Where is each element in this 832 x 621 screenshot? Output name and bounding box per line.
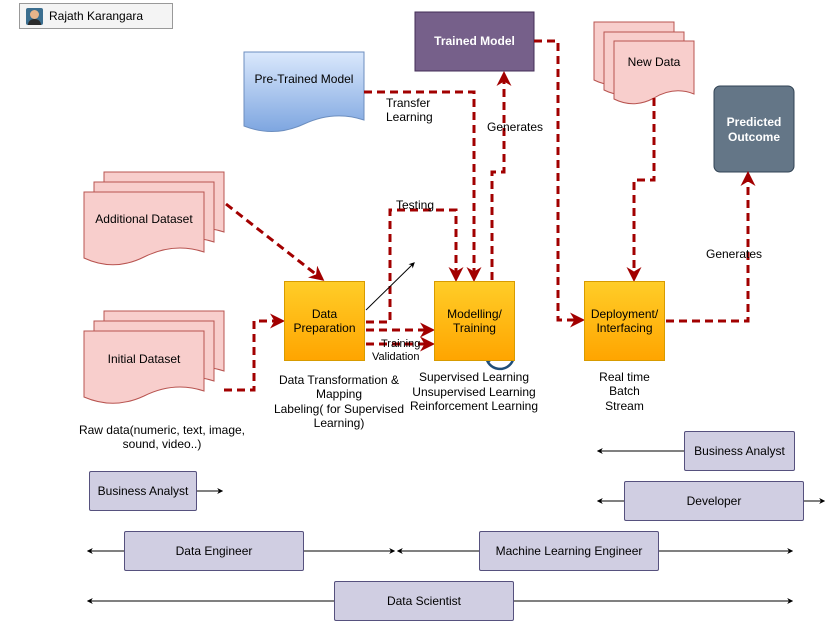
deployment-label-2: Interfacing — [596, 321, 653, 335]
data-prep-label-1: Data — [311, 307, 338, 321]
modelling-label-2: Training — [453, 321, 496, 335]
additional-dataset-shape — [83, 171, 225, 266]
generates-model-label: Generates — [487, 120, 544, 134]
new-data-shape — [593, 21, 695, 105]
data-preparation-box: Data Preparation — [284, 281, 365, 361]
initial-dataset-shape — [83, 310, 225, 404]
role-arrows — [86, 448, 826, 604]
role-business-analyst-left[interactable]: Business Analyst — [89, 471, 197, 511]
predicted-outcome-shape — [713, 85, 795, 173]
validation-label: Validation — [372, 351, 420, 363]
transfer-learning-label-2: Learning — [386, 110, 433, 124]
role-business-analyst-right[interactable]: Business Analyst — [684, 431, 795, 471]
raw-data-caption-2: sound, video..) — [122, 437, 202, 451]
raw-data-caption-1: Raw data(numeric, text, image, — [78, 423, 246, 437]
deploy-caption-1: Real time — [599, 370, 650, 384]
role-ml-engineer[interactable]: Machine Learning Engineer — [479, 531, 659, 571]
pretrained-model-label: Pre-Trained Model — [254, 72, 354, 86]
role-data-engineer[interactable]: Data Engineer — [124, 531, 304, 571]
user-name: Rajath Karangara — [49, 9, 144, 23]
modelling-training-box: Modelling/ Training — [434, 281, 515, 361]
role-developer[interactable]: Developer — [624, 481, 804, 521]
new-data-label: New Data — [627, 55, 681, 69]
training-label: Training — [381, 338, 421, 350]
red-flow-arrows — [224, 39, 756, 392]
prep-caption-3: Labeling( for Supervised — [273, 402, 405, 416]
initial-dataset-label: Initial Dataset — [107, 352, 181, 366]
data-prep-label-2: Preparation — [293, 321, 356, 335]
trained-model-shape — [414, 11, 535, 72]
prep-caption-1: Data Transformation & — [278, 373, 400, 387]
trained-model-label: Trained Model — [434, 34, 515, 48]
testing-label: Testing — [396, 198, 435, 212]
model-caption-1: Supervised Learning — [418, 370, 530, 384]
deploy-caption-2: Batch — [609, 384, 640, 398]
predicted-label-1: Predicted — [726, 115, 782, 129]
deployment-label-1: Deployment/ — [590, 307, 659, 321]
transfer-learning-label-1: Transfer — [386, 96, 431, 110]
additional-dataset-label: Additional Dataset — [95, 212, 193, 226]
role-data-scientist[interactable]: Data Scientist — [334, 581, 514, 621]
pretrained-model-shape — [243, 51, 365, 132]
deployment-interfacing-box: Deployment/ Interfacing — [584, 281, 665, 361]
avatar-icon — [26, 7, 43, 25]
testing-direction-arrow — [365, 262, 415, 311]
model-caption-3: Reinforcement Learning — [409, 399, 539, 413]
prep-caption-2: Mapping — [315, 387, 363, 401]
predicted-label-2: Outcome — [727, 130, 780, 144]
generates-outcome-label: Generates — [706, 247, 763, 261]
model-caption-2: Unsupervised Learning — [412, 385, 536, 399]
user-badge[interactable]: Rajath Karangara — [19, 3, 173, 29]
modelling-label-1: Modelling/ — [447, 307, 502, 321]
deploy-caption-3: Stream — [605, 399, 644, 413]
prep-caption-4: Learning) — [313, 416, 365, 430]
